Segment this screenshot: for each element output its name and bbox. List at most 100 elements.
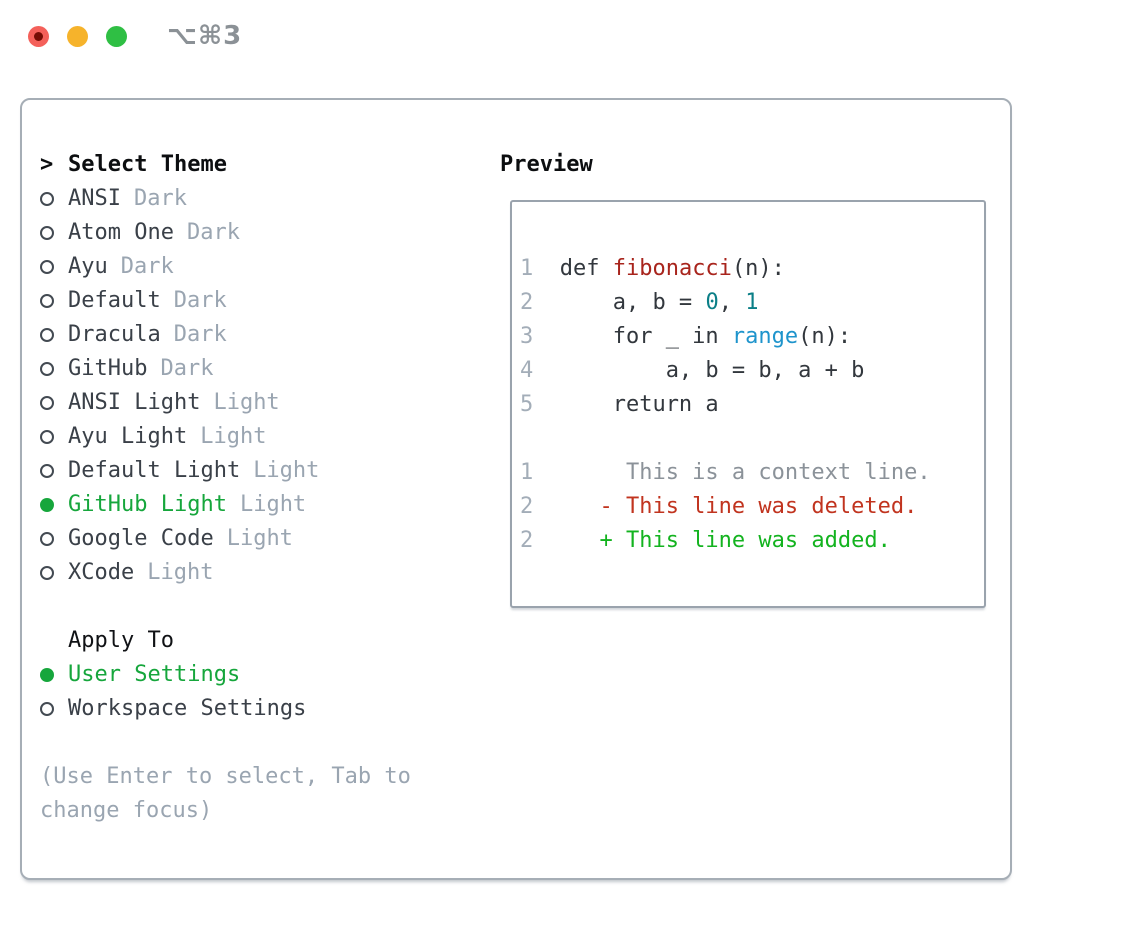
radio-icon — [40, 566, 54, 580]
variant-label: Light — [200, 424, 267, 449]
code-segment-function: fibonacci — [612, 256, 732, 281]
line-number: 2 — [520, 290, 534, 315]
radio-icon — [40, 464, 54, 478]
line-number: 2 — [520, 528, 534, 553]
radio-icon — [40, 362, 54, 376]
theme-option-github[interactable]: GitHub Dark — [40, 352, 470, 386]
radio-icon — [40, 226, 54, 240]
theme-option-google-code[interactable]: Google Code Light — [40, 522, 470, 556]
variant-label: Dark — [173, 322, 227, 347]
variant-label: Light — [253, 458, 320, 483]
line-number: 4 — [520, 358, 534, 383]
line-number: 5 — [520, 392, 534, 417]
code-segment-context: This is a context line. — [546, 460, 931, 485]
radio-icon — [40, 532, 54, 546]
code-segment-builtin: range — [731, 324, 799, 349]
variant-label: Light — [147, 560, 214, 585]
traffic-light-minimize-button[interactable] — [67, 26, 88, 47]
titlebar: ⌥⌘3 — [0, 0, 1140, 75]
radio-selected-icon — [40, 668, 54, 682]
traffic-light-zoom-button[interactable] — [106, 26, 127, 47]
line-number: 3 — [520, 324, 534, 349]
option-label: Ayu — [68, 254, 108, 279]
preview-line: 1 def fibonacci(n): — [520, 252, 984, 286]
variant-label: Dark — [186, 220, 240, 245]
code-segment-plain: return a — [546, 392, 719, 417]
radio-icon — [40, 328, 54, 342]
theme-option-ansi[interactable]: ANSI Dark — [40, 182, 470, 216]
option-label: ANSI — [68, 186, 121, 211]
option-label: ANSI Light — [68, 390, 201, 415]
variant-label: Light — [239, 492, 307, 517]
code-segment-added: + This line was added. — [546, 528, 891, 553]
preview-line: 2 a, b = 0, 1 — [520, 286, 984, 320]
theme-option-dracula[interactable]: Dracula Dark — [40, 318, 470, 352]
select-theme-header-row: > Select Theme — [40, 148, 470, 182]
theme-option-ayu-light[interactable]: Ayu Light Light — [40, 420, 470, 454]
theme-option-ansi-light[interactable]: ANSI Light Light — [40, 386, 470, 420]
option-label: GitHub Light — [68, 492, 227, 517]
variant-label: Dark — [120, 254, 174, 279]
variant-label: Dark — [160, 356, 214, 381]
radio-icon — [40, 430, 54, 444]
preview-line: 5 return a — [520, 388, 984, 422]
option-label: Default — [68, 288, 161, 313]
code-segment-plain: (n): — [731, 256, 785, 281]
preview-line — [520, 422, 984, 456]
radio-icon — [40, 260, 54, 274]
variant-label: Dark — [173, 288, 227, 313]
variant-label: Light — [213, 390, 280, 415]
close-dot-icon — [34, 32, 43, 41]
radio-icon — [40, 294, 54, 308]
radio-icon — [40, 396, 54, 410]
variant-label: Dark — [133, 186, 187, 211]
code-segment-plain: def — [546, 256, 613, 281]
line-number: 1 — [520, 460, 534, 485]
code-segment-number: 0 — [705, 290, 719, 315]
code-segment-plain: a, b = b, a + b — [546, 358, 865, 383]
line-number: 2 — [520, 494, 534, 519]
apply-option-user-settings[interactable]: User Settings — [40, 658, 470, 692]
keyboard-hint: (Use Enter to select, Tab to change focu… — [40, 764, 411, 823]
window-title: ⌥⌘3 — [167, 21, 243, 51]
preview-line: 1 This is a context line. — [520, 456, 984, 490]
code-segment-plain: for _ in — [546, 324, 732, 349]
traffic-light-close-button[interactable] — [28, 26, 49, 47]
apply-option-workspace-settings[interactable]: Workspace Settings — [40, 692, 470, 726]
option-label: Google Code — [68, 526, 214, 551]
option-label: Ayu Light — [68, 424, 188, 449]
theme-option-github-light[interactable]: GitHub Light Light — [40, 488, 470, 522]
option-label: User Settings — [68, 662, 241, 687]
prompt-icon: > — [40, 152, 54, 177]
apply-to-header: Apply To — [68, 628, 174, 653]
option-label: Atom One — [68, 220, 174, 245]
apply-to-header-row: Apply To — [40, 624, 470, 658]
option-label: XCode — [68, 560, 135, 585]
spacer — [40, 726, 470, 760]
preview-line: 4 a, b = b, a + b — [520, 354, 984, 388]
preview-title: Preview — [500, 152, 593, 177]
option-label: Dracula — [68, 322, 161, 347]
theme-option-ayu[interactable]: Ayu Dark — [40, 250, 470, 284]
option-label: Workspace Settings — [68, 696, 307, 721]
theme-option-default[interactable]: Default Dark — [40, 284, 470, 318]
radio-icon — [40, 702, 54, 716]
variant-label: Light — [226, 526, 293, 551]
radio-icon — [40, 192, 54, 206]
code-segment-number: 1 — [745, 290, 759, 315]
radio-selected-icon — [40, 498, 54, 512]
theme-option-xcode[interactable]: XCode Light — [40, 556, 470, 590]
line-number: 1 — [520, 256, 534, 281]
code-segment-plain: (n): — [798, 324, 852, 349]
option-label: GitHub — [68, 356, 148, 381]
preview-line: 2 - This line was deleted. — [520, 490, 984, 524]
code-segment-deleted: - This line was deleted. — [546, 494, 918, 519]
preview-line: 3 for _ in range(n): — [520, 320, 984, 354]
theme-option-atom-one[interactable]: Atom One Dark — [40, 216, 470, 250]
